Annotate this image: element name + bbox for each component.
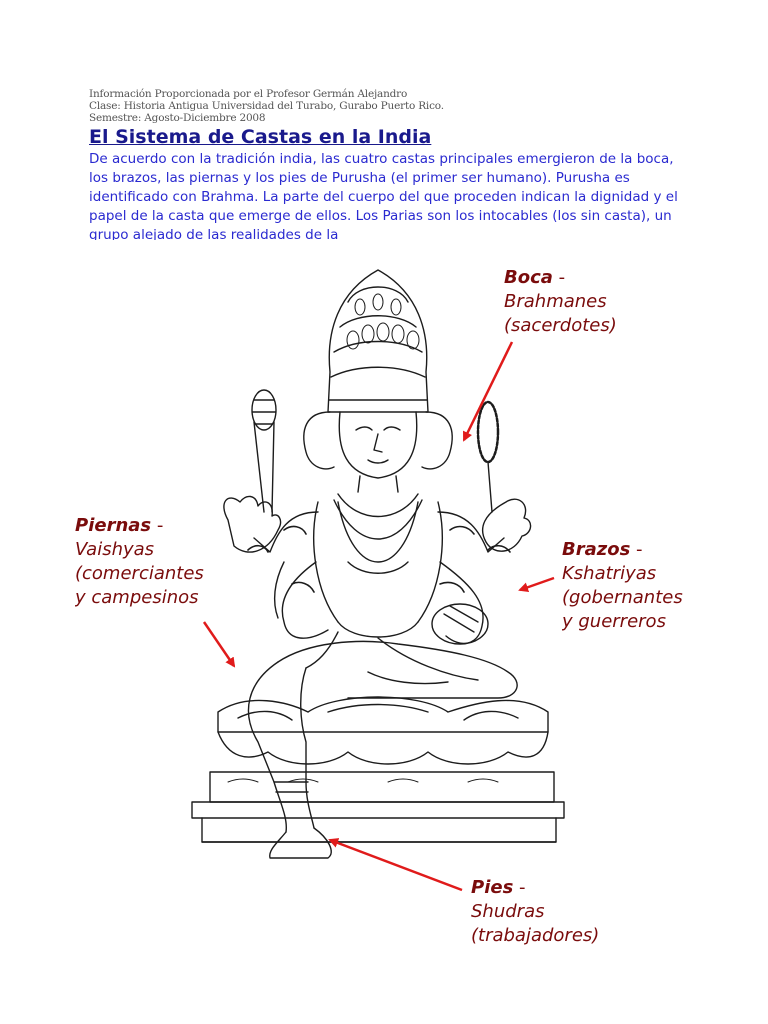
page-title: El Sistema de Castas en la India: [89, 126, 432, 148]
label-piernas-head: Piernas: [75, 515, 152, 536]
label-pies-head: Pies: [471, 877, 514, 898]
credits-line: Clase: Historia Antigua Universidad del …: [89, 100, 444, 112]
label-separator: -: [513, 877, 526, 898]
intro-paragraph: De acuerdo con la tradición india, las c…: [89, 151, 678, 240]
label-brazos: Brazos - Kshatriyas (gobernantes y guerr…: [562, 538, 692, 642]
credits-block: Información Proporcionada por el Profeso…: [89, 88, 444, 124]
credits-line: Semestre: Agosto-Diciembre 2008: [89, 112, 266, 124]
label-boca: Boca - Brahmanes (sacerdotes): [504, 266, 644, 338]
label-brazos-head: Brazos: [562, 539, 631, 560]
label-boca-body: Brahmanes (sacerdotes): [504, 291, 617, 336]
label-pies: Pies - Shudras (trabajadores): [471, 876, 671, 948]
label-brazos-body: Kshatriyas (gobernantes y guerreros: [562, 563, 683, 632]
label-piernas: Piernas - Vaishyas (comerciantes y campe…: [75, 514, 205, 620]
credits-line: Información Proporcionada por el Profeso…: [89, 88, 408, 100]
brahma-illustration: [191, 269, 565, 859]
label-pies-body: Shudras (trabajadores): [471, 901, 600, 946]
label-boca-head: Boca: [504, 267, 553, 288]
label-piernas-body: Vaishyas (comerciantes y campesinos: [75, 539, 204, 608]
label-separator: -: [552, 267, 566, 288]
label-separator: -: [151, 515, 164, 536]
label-separator: -: [630, 539, 643, 560]
